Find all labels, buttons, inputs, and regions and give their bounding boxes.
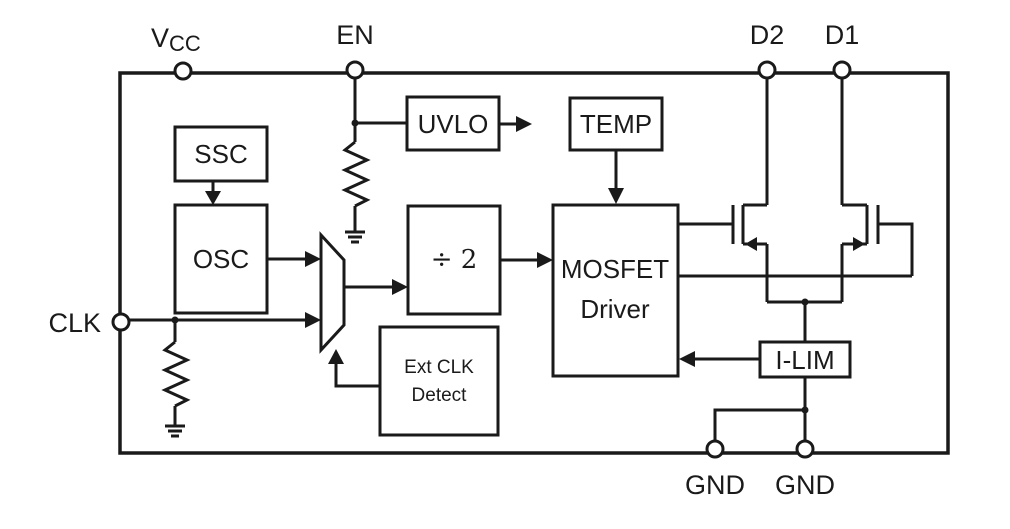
divider-arrow: [537, 252, 553, 268]
ext-clk-detect-block: [378, 325, 500, 437]
clock-mux: [319, 231, 346, 354]
uvlo-label: UVLO: [418, 109, 489, 139]
gnd-pin-right: [795, 439, 815, 459]
ext-clk-label-line2: Detect: [412, 385, 468, 406]
mux-out-arrow: [392, 279, 408, 295]
gnd-pin-left: [705, 439, 725, 459]
d1-label: D1: [825, 20, 860, 50]
mosfet-d2: [731, 78, 769, 302]
d2-pin: [757, 60, 777, 80]
ssc-label: SSC: [194, 139, 247, 169]
clk-label: CLK: [48, 308, 101, 338]
osc-label: OSC: [193, 244, 249, 274]
gnd-label-right: GND: [775, 470, 835, 500]
en-pin: [345, 60, 365, 80]
gnd-label-left: GND: [685, 470, 745, 500]
ssc-block: [173, 125, 269, 183]
clk-wiring: [129, 312, 321, 438]
driver-label-line1: MOSFET: [561, 254, 669, 284]
driver-label-line2: Driver: [580, 294, 650, 324]
ext-clk-arrow: [328, 349, 344, 364]
divider-label: ÷ 2: [431, 245, 478, 275]
ssc-arrow: [205, 191, 221, 205]
uvlo-output-arrow: [516, 116, 532, 132]
vcc-label: VCC: [151, 23, 201, 56]
divider-block: [406, 204, 502, 316]
temp-label: TEMP: [580, 109, 652, 139]
temp-block: [568, 96, 664, 152]
osc-arrow: [305, 251, 321, 267]
ext-clk-label-line1: Ext CLK: [404, 357, 474, 378]
ilim-arrow: [679, 351, 695, 367]
mosfet-d1: [840, 78, 914, 302]
osc-block: [173, 203, 269, 315]
en-label: EN: [336, 20, 374, 50]
clk-pin: [111, 312, 131, 332]
en-wiring: [341, 78, 407, 244]
ilim-label: I-LIM: [775, 345, 834, 375]
d1-pin: [832, 60, 852, 80]
mosfet-driver-block: [551, 203, 680, 378]
d2-label: D2: [750, 20, 785, 50]
temp-arrow: [608, 188, 624, 204]
vcc-pin: [173, 61, 193, 81]
ilim-block: [758, 340, 852, 379]
